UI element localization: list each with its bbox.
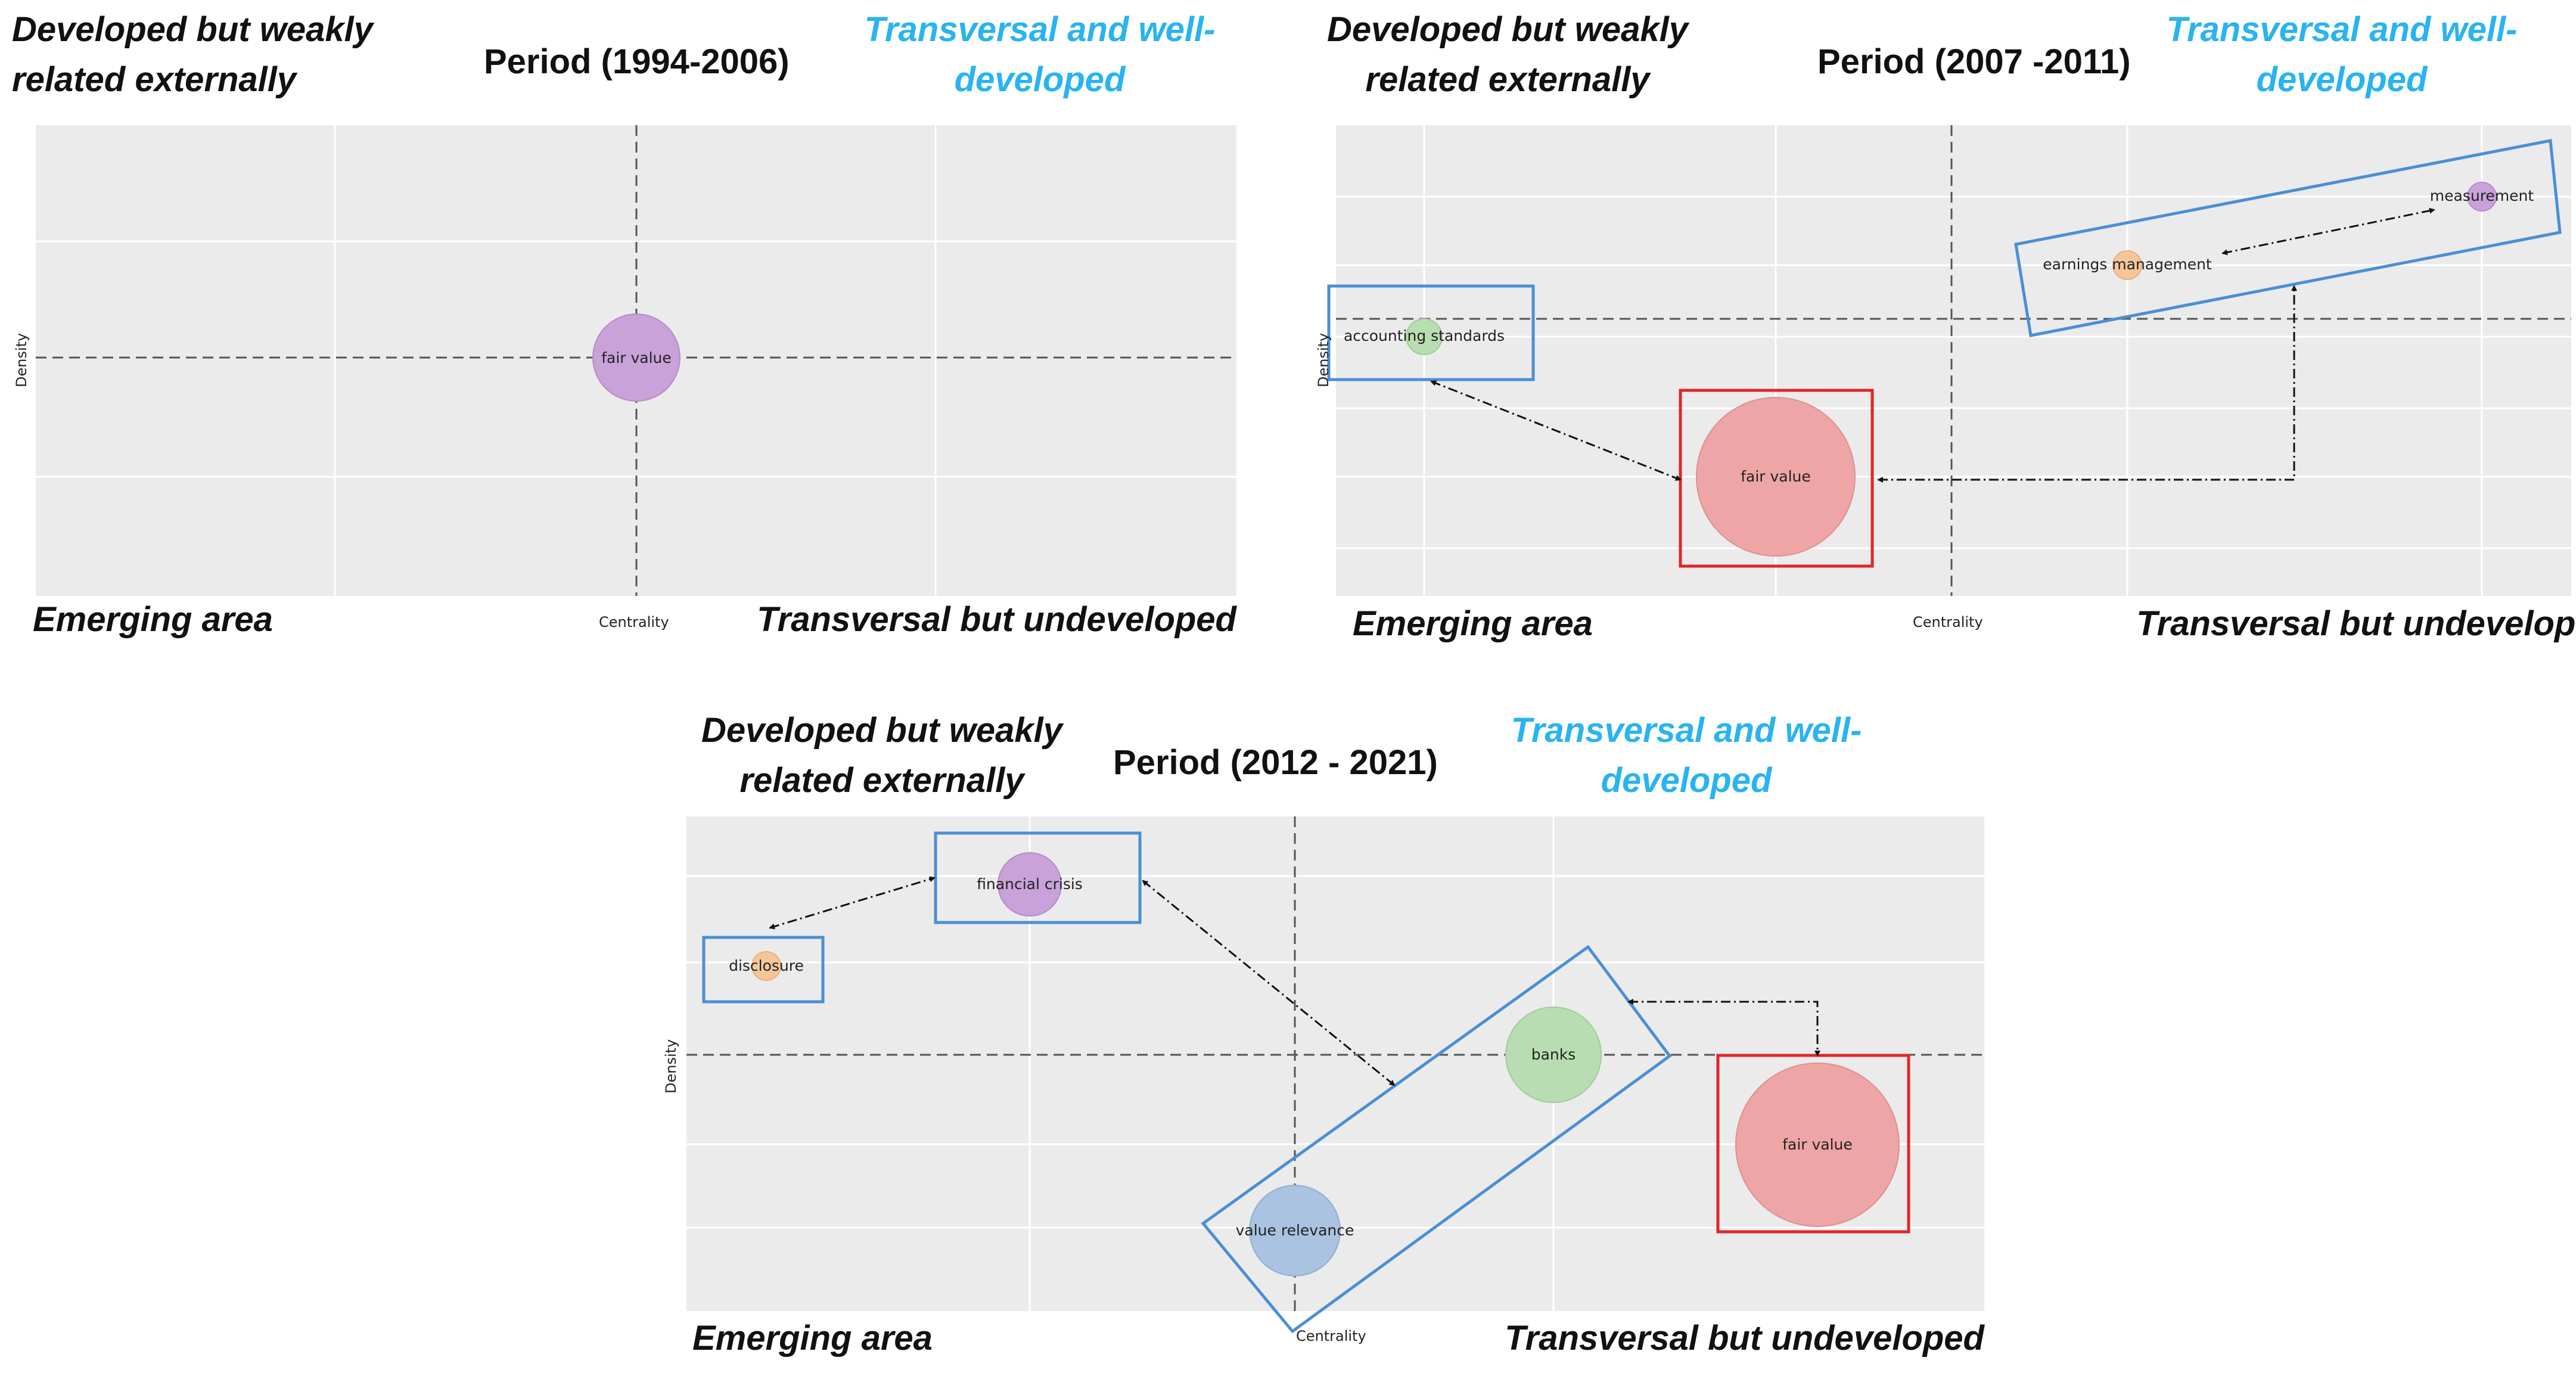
quadrant-label-top-right: Transversal and well-developed bbox=[2166, 10, 2518, 99]
plot-svg: financial crisis disclosure banks value … bbox=[686, 816, 1984, 1334]
grid-lines bbox=[1336, 125, 2571, 596]
highlight-box-financial-crisis bbox=[934, 831, 1142, 924]
quadrant-label-top-right: Transversal and well-developed bbox=[864, 10, 1216, 99]
plot-svg: fair value bbox=[36, 125, 1236, 596]
x-axis-label: Centrality bbox=[1296, 1328, 1366, 1344]
highlight-box-accounting-standards bbox=[1327, 284, 1535, 381]
bubble-measurement bbox=[2467, 182, 2497, 212]
bubble-label-disclosure: disclosure bbox=[729, 957, 804, 974]
highlight-box-disclosure bbox=[702, 936, 825, 1004]
bubble-label-fair-value: fair value bbox=[1782, 1136, 1853, 1153]
bubble-label-measurement: measurement bbox=[2430, 187, 2534, 204]
bubble-label-financial-crisis: financial crisis bbox=[977, 875, 1083, 893]
bubble-financial-crisis bbox=[998, 852, 1062, 917]
bubble-label-banks: banks bbox=[1531, 1046, 1576, 1063]
bubble-banks bbox=[1505, 1007, 1602, 1103]
y-axis-label: Density bbox=[13, 333, 30, 387]
bubble-value-relevance bbox=[1249, 1185, 1341, 1276]
bubble-label-value-relevance: value relevance bbox=[1236, 1222, 1354, 1239]
quadrant-label-top-right: Transversal and well-developed bbox=[1511, 711, 1862, 800]
bubble-label-fair-value: fair value bbox=[1741, 468, 1811, 485]
chart-title: Period (2007 -2011) bbox=[1817, 42, 2131, 81]
plot-svg: measurement earnings management accounti… bbox=[1327, 125, 2571, 596]
quadrant-label-bottom-right: Transversal but undeveloped bbox=[1505, 1319, 1984, 1358]
bubble-earnings-management bbox=[2112, 250, 2142, 280]
quadrant-label-bottom-right: Transversal but undeveloped bbox=[2136, 604, 2576, 643]
bubble-disclosure bbox=[751, 951, 781, 981]
bubble-fair-value bbox=[1735, 1063, 1900, 1227]
highlight-box-diagonal bbox=[1201, 945, 1672, 1334]
connector-arrows bbox=[769, 876, 1820, 1086]
y-axis-label: Density bbox=[663, 1039, 679, 1094]
x-axis-label: Centrality bbox=[1913, 614, 1983, 630]
quadrant-label-bottom-left: Emerging area bbox=[33, 600, 273, 639]
x-axis-label: Centrality bbox=[599, 614, 669, 630]
highlight-box-upper bbox=[2014, 139, 2562, 337]
chart-title: Period (1994-2006) bbox=[484, 42, 790, 81]
chart-title: Period (2012 - 2021) bbox=[1113, 743, 1438, 782]
quadrant-label-bottom-right: Transversal but undeveloped bbox=[757, 600, 1236, 639]
bubble-fair-value bbox=[1696, 397, 1856, 557]
bubble-label-accounting-standards: accounting standards bbox=[1344, 327, 1505, 344]
y-axis-label: Density bbox=[1315, 333, 1332, 387]
quadrant-label-bottom-left: Emerging area bbox=[1353, 604, 1593, 643]
connector-arrows bbox=[1430, 207, 2435, 483]
bubble-label-earnings-management: earnings management bbox=[2043, 256, 2212, 273]
quadrant-label-bottom-left: Emerging area bbox=[692, 1319, 933, 1358]
bubble-fair-value bbox=[592, 313, 680, 402]
bubble-label-fair-value: fair value bbox=[601, 349, 672, 366]
bubble-accounting-standards bbox=[1406, 318, 1443, 355]
